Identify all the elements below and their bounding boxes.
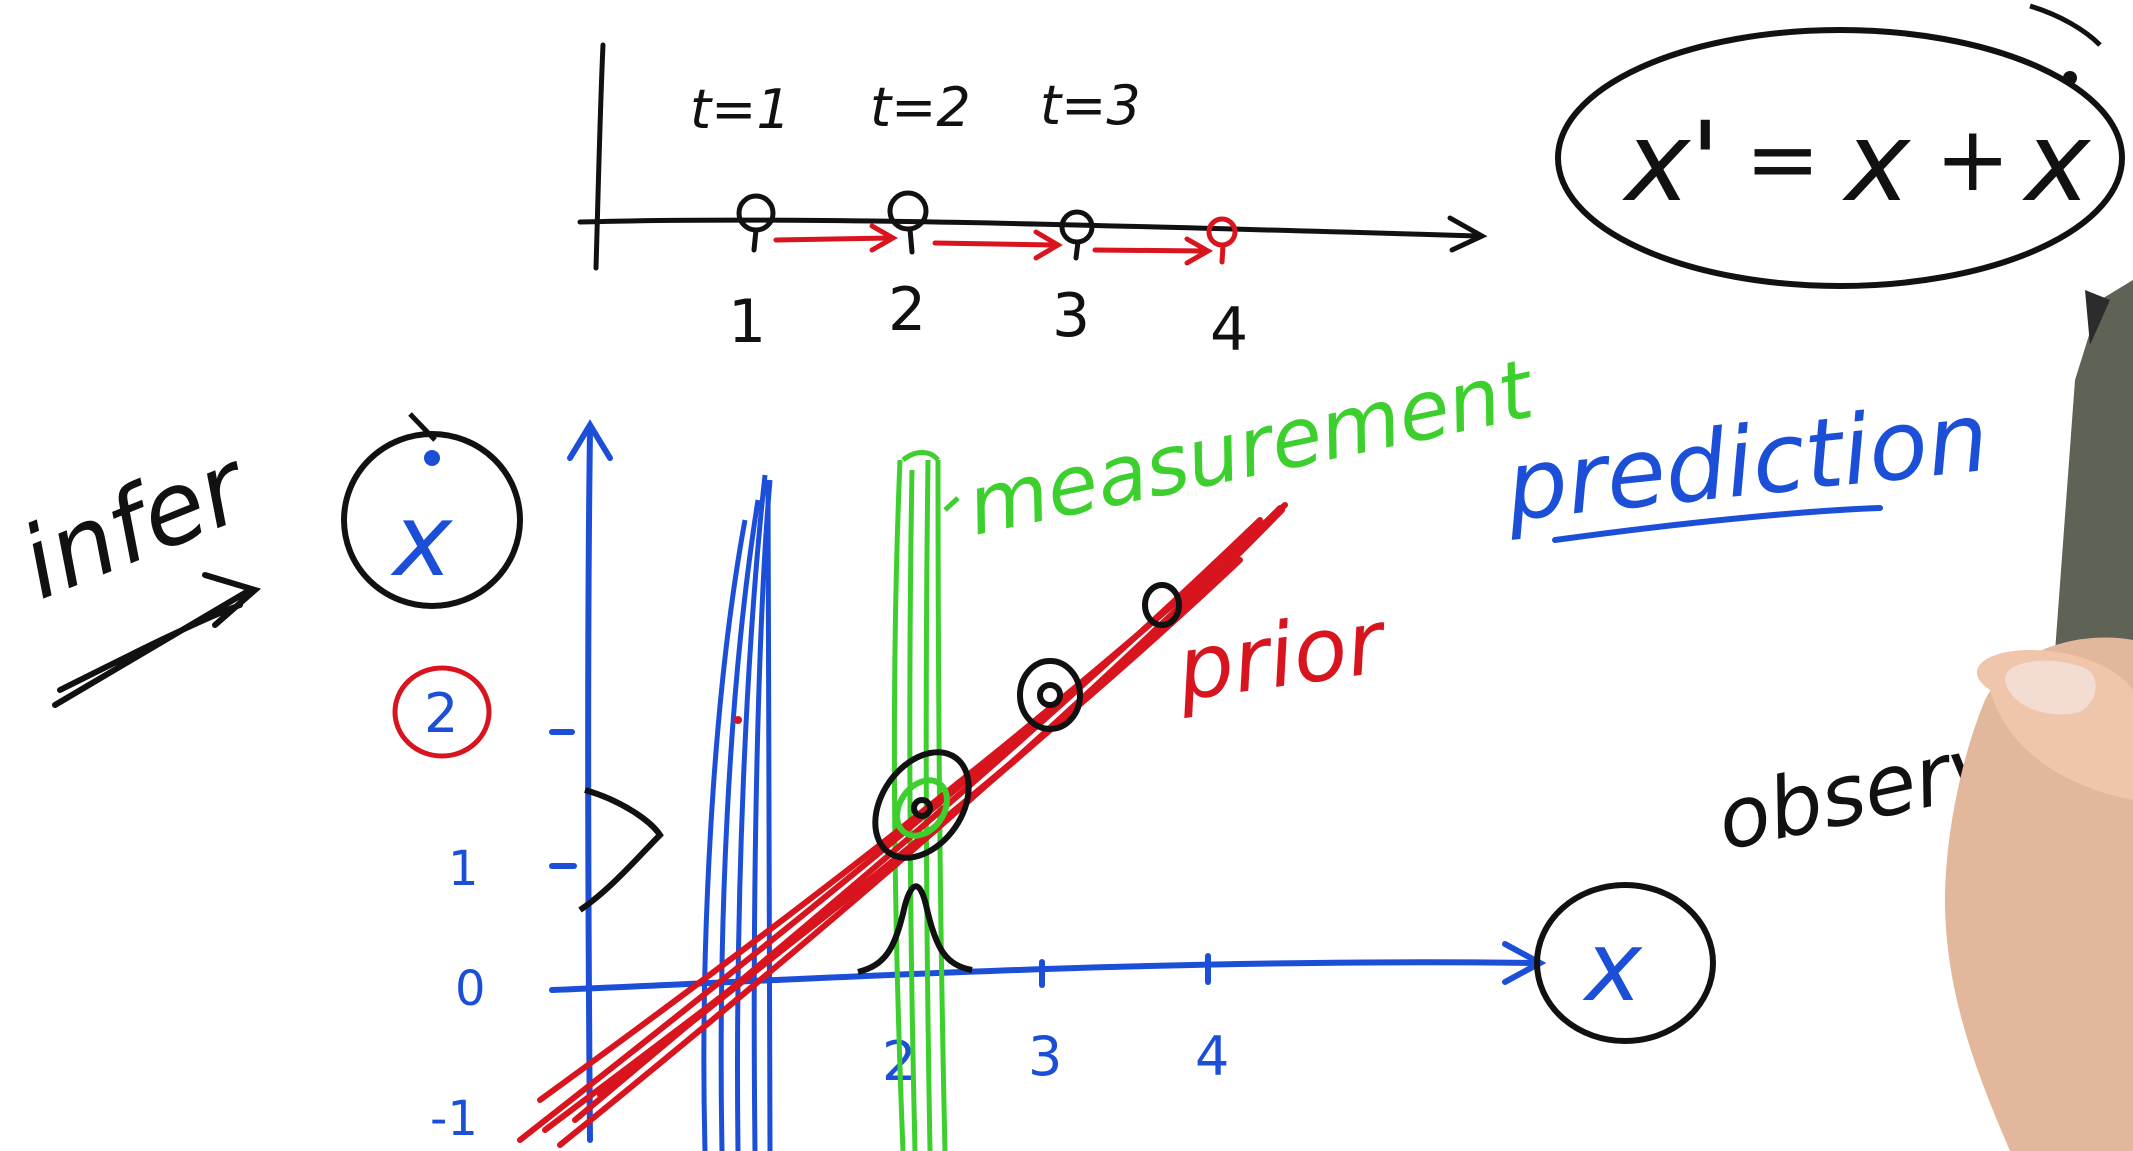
plot-y-axis-arrowhead: [567, 419, 613, 461]
position-label-4: 4: [1210, 295, 1248, 365]
timeline-diagram: [577, 42, 1488, 271]
y-tick-label-1: 1: [448, 841, 479, 897]
time-label-3: t=3: [1040, 74, 1141, 137]
hidden-count-label: 2: [424, 682, 458, 745]
position-label-2: 2: [888, 275, 926, 345]
position-symbol: x: [1582, 911, 1643, 1023]
position-circle: [1534, 882, 1716, 1044]
infer-underline-arrow: [52, 572, 262, 708]
equation-circle-tail: [2029, 3, 2102, 47]
plot-x-axis: [549, 959, 1538, 993]
marker-pen: [2050, 280, 2133, 720]
state-space-plot: -1 0 1 2 3 4: [430, 419, 1716, 1151]
velocity-symbol: x: [390, 482, 454, 599]
plot-y-tick-labels: -1 0 1: [430, 841, 486, 1147]
velocity-variable: x: [341, 412, 523, 609]
position-variable: x: [1534, 882, 1716, 1044]
initial-uncertainty-band: [701, 474, 773, 1151]
equation-lhs: x': [1622, 98, 1720, 226]
posterior-estimates: [872, 582, 1182, 861]
timeline-time-labels: t=1 t=2 t=3: [690, 74, 1141, 141]
posterior-estimate-3: [1142, 582, 1182, 628]
timeline-axis-arrowhead: [1447, 215, 1488, 253]
equation-plus: +: [1935, 107, 2010, 212]
x-tick-label-4: 4: [1195, 1025, 1229, 1088]
plot-axes: [549, 419, 1547, 1143]
timeline-vertical-axis: [593, 42, 606, 271]
y-tick-label-0: 0: [455, 961, 486, 1017]
velocity-derivative-dot: [424, 450, 440, 466]
timeline-position-markers: [736, 190, 1238, 265]
time-label-1: t=1: [690, 78, 791, 141]
equation-equals: =: [1745, 107, 1820, 212]
prediction-underline: [1552, 505, 1883, 543]
timeline-horizontal-axis: [577, 217, 1483, 239]
equation-derivative-dot: [2063, 71, 2077, 85]
motion-equation: x' = x + x: [1555, 3, 2125, 289]
plot-y-axis: [585, 427, 593, 1143]
timeline-position-labels: 1 2 3 4: [728, 275, 1248, 365]
position-label-3: 3: [1052, 281, 1090, 351]
thumbnail: [2005, 660, 2096, 715]
time-label-2: t=2: [870, 76, 971, 139]
equation-rhs-x: x: [1842, 98, 1912, 226]
y-tick-label-neg1: -1: [430, 1091, 478, 1147]
position-gaussian: [857, 883, 973, 975]
timeline-motion-arrows: [773, 223, 1214, 266]
hidden-count-badge: 2: [392, 665, 492, 759]
position-label-1: 1: [728, 287, 766, 357]
posterior-estimate-2: [1017, 658, 1083, 732]
velocity-gaussian: [578, 787, 664, 913]
x-tick-label-3: 3: [1028, 1025, 1062, 1088]
presenter-hand-with-marker: [1945, 280, 2133, 1151]
posterior-estimate-1: [872, 749, 972, 861]
equation-rhs-xdot: x: [2022, 98, 2092, 226]
equation-circle: [1555, 27, 2125, 289]
